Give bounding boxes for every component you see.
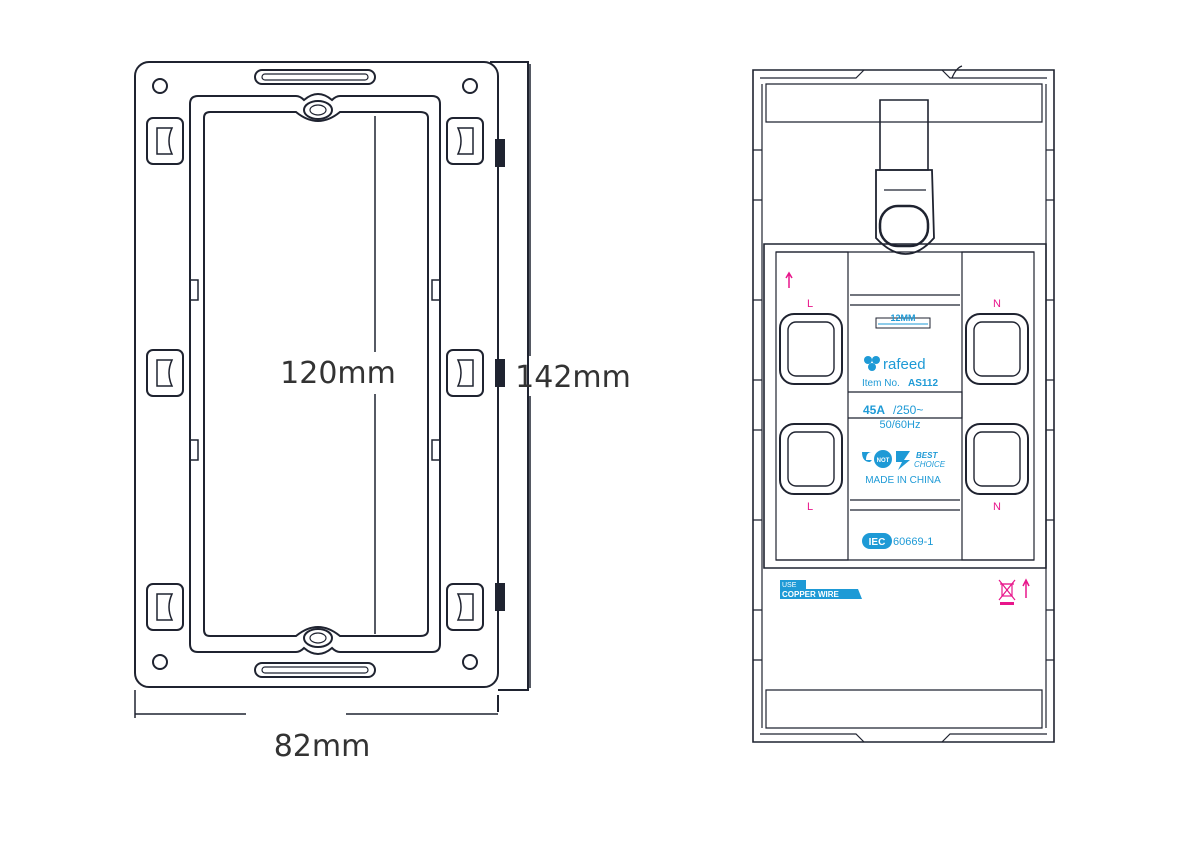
frame-depth-outline bbox=[490, 61, 529, 691]
clip-right-top bbox=[446, 117, 484, 165]
center-hole-icon bbox=[303, 628, 333, 648]
brand-name: rafeed bbox=[883, 356, 926, 373]
terminal-screw-top-left bbox=[779, 313, 843, 385]
pole-label: L bbox=[807, 298, 813, 310]
screw-hole-icon bbox=[462, 654, 478, 670]
frame-top-slot bbox=[254, 69, 376, 85]
wire-note-line-1: USE bbox=[782, 582, 797, 589]
strip-length-label: 12MM bbox=[890, 313, 915, 323]
arrow-up-icon bbox=[785, 271, 793, 288]
mounting-frame bbox=[134, 61, 529, 712]
outer-height-label: 142mm bbox=[515, 360, 631, 395]
frame-bottom-slot bbox=[254, 662, 376, 678]
rating-current: 45A bbox=[863, 403, 885, 417]
copper-wire-tag bbox=[780, 589, 862, 599]
wire-note-line-2: COPPER WIRE bbox=[782, 590, 840, 599]
brand-logo-icon bbox=[864, 356, 880, 371]
clip-right-middle bbox=[446, 349, 484, 397]
lightning-icon bbox=[896, 451, 910, 470]
rating-voltage: /250~ bbox=[893, 403, 923, 417]
clip-left-bottom bbox=[146, 583, 184, 631]
frame-opening-rim bbox=[189, 93, 441, 655]
pole-label: N bbox=[993, 501, 1001, 513]
switch-module bbox=[752, 69, 1055, 743]
width-label: 82mm bbox=[274, 729, 371, 764]
cert-best: BEST bbox=[916, 451, 938, 460]
clip-right-bottom bbox=[446, 583, 484, 631]
item-prefix: Item No. bbox=[862, 378, 900, 389]
terminal-screw-bottom-right bbox=[965, 423, 1029, 495]
rating-frequency: 50/60Hz bbox=[880, 419, 921, 431]
terminal-screw-bottom-left bbox=[779, 423, 843, 495]
item-number: AS112 bbox=[908, 378, 938, 389]
strip-gauge bbox=[875, 317, 931, 329]
terminal-block bbox=[763, 243, 1047, 569]
pole-label: L bbox=[807, 501, 813, 513]
cert-mark-text: NOT bbox=[877, 458, 890, 464]
cert-mark-icon bbox=[874, 450, 892, 468]
pole-label: N bbox=[993, 298, 1001, 310]
frame-opening bbox=[203, 111, 429, 637]
terminal-screw-top-right bbox=[965, 313, 1029, 385]
switch-markings: L N L N 12MM rafeed Item No. AS112 45A /… bbox=[780, 271, 1030, 605]
iec-badge-text: IEC bbox=[869, 537, 886, 548]
cert-mark-icon bbox=[862, 452, 872, 462]
screw-hole-icon bbox=[152, 78, 168, 94]
toggle-lever bbox=[879, 99, 929, 171]
center-hole-icon bbox=[303, 100, 333, 120]
inner-height-label: 120mm bbox=[280, 356, 396, 391]
clip-left-middle bbox=[146, 349, 184, 397]
arrow-up-icon bbox=[1022, 578, 1030, 598]
clip-left-top bbox=[146, 117, 184, 165]
iec-standard: 60669-1 bbox=[893, 536, 933, 548]
iec-badge-icon bbox=[862, 533, 892, 549]
dimension-lines bbox=[134, 64, 531, 718]
cert-choice: CHOICE bbox=[914, 460, 946, 469]
origin-label: MADE IN CHINA bbox=[865, 475, 941, 486]
screw-hole-icon bbox=[462, 78, 478, 94]
weee-bin-icon bbox=[998, 579, 1016, 601]
screw-hole-icon bbox=[152, 654, 168, 670]
switch-housing bbox=[752, 69, 1055, 743]
